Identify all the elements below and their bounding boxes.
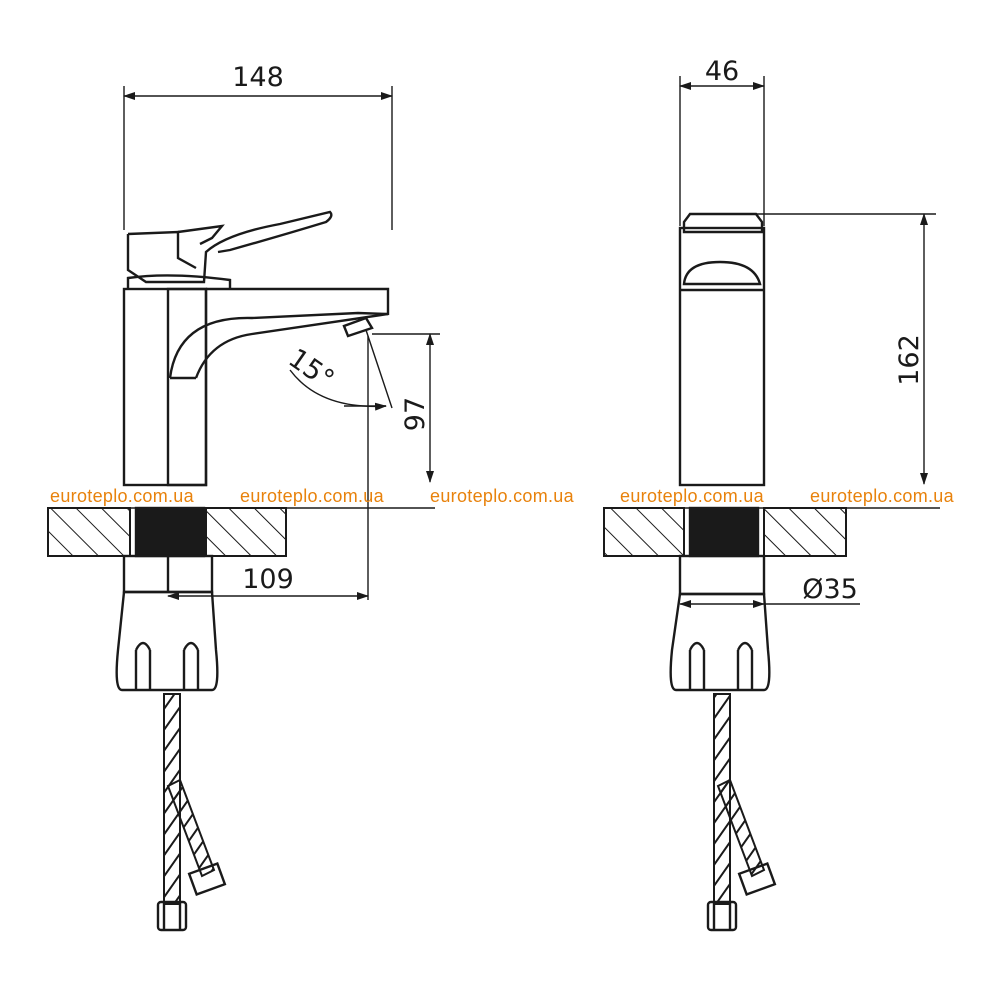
dimension-diameter-label: Ø35	[802, 574, 858, 605]
dimension-width-front: 148	[123, 62, 393, 230]
dimension-angle: 15°	[283, 329, 393, 411]
dimension-162-label: 162	[894, 334, 925, 386]
dimension-46-label: 46	[705, 56, 739, 87]
watermark-text: euroteplo.com.ua	[810, 486, 955, 506]
dimension-148-label: 148	[232, 62, 284, 93]
dimension-97-label: 97	[400, 397, 431, 431]
dimension-height-side: 162	[756, 213, 936, 485]
front-supply-hoses	[156, 693, 227, 932]
watermark-text: euroteplo.com.ua	[430, 486, 575, 506]
front-mounting-nut	[115, 554, 219, 692]
side-view: 46 162 Ø35	[603, 56, 940, 932]
dimension-reach: 109	[167, 336, 369, 600]
dimension-diameter: Ø35	[679, 574, 860, 608]
front-countertop-section	[47, 506, 435, 558]
watermark-text: euroteplo.com.ua	[620, 486, 765, 506]
side-faucet-body	[678, 212, 766, 487]
front-faucet-body	[122, 210, 390, 487]
dimension-depth-side: 46	[679, 56, 765, 226]
dimension-angle-label: 15°	[283, 343, 340, 396]
side-mounting-nut	[669, 554, 771, 692]
dimension-spout-height: 97	[372, 333, 440, 483]
front-view: 148 15° 97 109	[47, 62, 440, 932]
side-supply-hoses	[706, 693, 777, 932]
side-countertop-section	[603, 506, 940, 558]
watermark-text: euroteplo.com.ua	[50, 486, 195, 506]
dimension-109-label: 109	[242, 564, 294, 595]
watermark-text: euroteplo.com.ua	[240, 486, 385, 506]
watermark-row: euroteplo.com.ua euroteplo.com.ua eurote…	[50, 486, 955, 506]
